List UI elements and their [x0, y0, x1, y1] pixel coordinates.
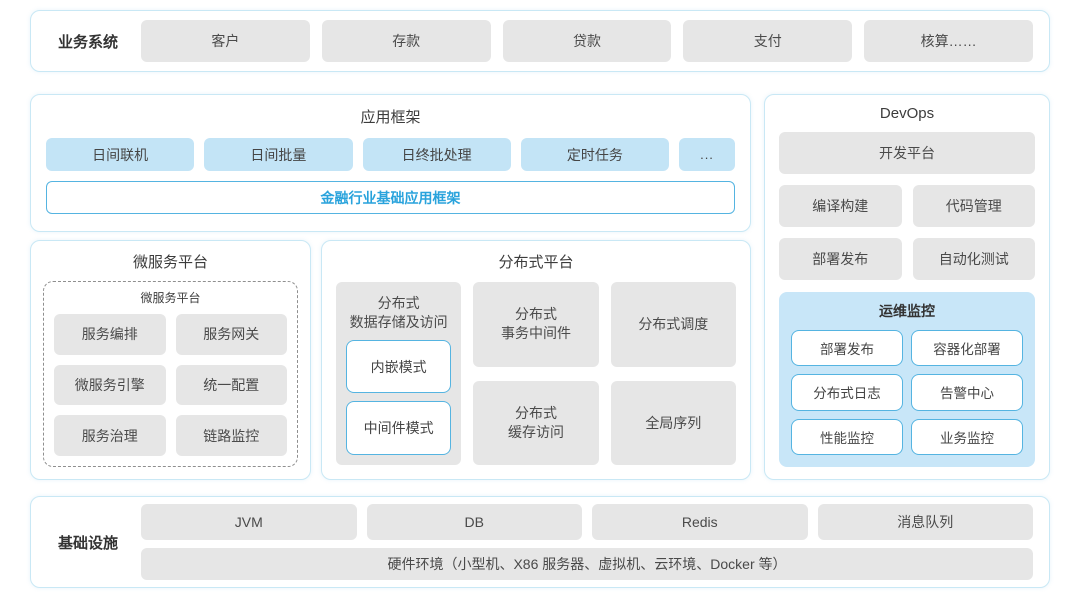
infrastructure-label: 基础设施: [57, 534, 118, 552]
box-redis: Redis: [592, 504, 808, 540]
box-db: DB: [366, 504, 582, 540]
box-automated-testing: 自动化测试: [912, 238, 1035, 280]
distributed-platform-panel: 分布式平台 分布式 数据存储及访问 内嵌模式 中间件模式 分布式 事务中间件 分…: [321, 240, 751, 480]
devops-title: DevOps: [879, 105, 935, 122]
business-systems-panel: 业务系统 客户 存款 贷款 支付 核算……: [30, 10, 1050, 72]
box-service-orchestration: 服务编排: [54, 314, 166, 355]
box-payment: 支付: [683, 20, 853, 62]
box-loan: 贷款: [502, 20, 672, 62]
microservice-platform-title: 微服务平台: [132, 254, 208, 271]
business-systems-label: 业务系统: [57, 33, 118, 51]
box-accounting: 核算……: [864, 20, 1033, 62]
box-compile-build: 编译构建: [779, 185, 902, 227]
box-dev-platform: 开发平台: [779, 132, 1035, 174]
box-code-management: 代码管理: [912, 185, 1035, 227]
ops-monitoring-title: 运维监控: [879, 303, 935, 319]
ops-monitoring-panel: 运维监控 部署发布 容器化部署 分布式日志 告警中心 性能监控 业务监控: [779, 292, 1035, 467]
box-deploy-release: 部署发布: [779, 238, 902, 280]
box-customer: 客户: [141, 20, 310, 62]
distributed-content: 分布式 数据存储及访问 内嵌模式 中间件模式 分布式 事务中间件 分布式 缓存访…: [336, 282, 736, 465]
middle-lower-row: 微服务平台 微服务平台 服务编排 服务网关 微服务引擎 统一配置 服务治理 链路…: [30, 240, 751, 480]
box-embedded-mode: 内嵌模式: [346, 339, 452, 394]
box-distributed-cache: 分布式 缓存访问: [473, 380, 599, 465]
devops-panel: DevOps 开发平台 编译构建 代码管理 部署发布 自动化测试 运维监控 部署…: [764, 94, 1050, 480]
microservice-platform-panel: 微服务平台 微服务平台 服务编排 服务网关 微服务引擎 统一配置 服务治理 链路…: [30, 240, 311, 480]
distributed-right-column: 分布式调度 全局序列: [610, 282, 736, 465]
middle-area: 应用框架 日间联机 日间批量 日终批处理 定时任务 ... 金融行业基础应用框架…: [30, 94, 1050, 480]
devops-tools-grid: 编译构建 代码管理 部署发布 自动化测试: [779, 185, 1035, 280]
ops-monitoring-grid: 部署发布 容器化部署 分布式日志 告警中心 性能监控 业务监控: [791, 330, 1023, 455]
box-monitor-deploy-release: 部署发布: [791, 330, 903, 367]
box-daytime-online: 日间联机: [46, 138, 195, 171]
app-framework-modules: 日间联机 日间批量 日终批处理 定时任务 ...: [46, 138, 735, 171]
box-eod-batch: 日终批处理: [362, 138, 511, 171]
box-performance-monitoring: 性能监控: [791, 418, 903, 455]
box-middleware-mode: 中间件模式: [346, 401, 452, 455]
box-more-modules: ...: [679, 138, 735, 171]
box-business-monitoring: 业务监控: [911, 418, 1023, 455]
microservice-grid: 服务编排 服务网关 微服务引擎 统一配置 服务治理 链路监控: [54, 314, 287, 456]
infrastructure-panel: 基础设施 JVM DB Redis 消息队列 硬件环境（小型机、X86 服务器、…: [30, 496, 1050, 588]
box-distributed-logging: 分布式日志: [791, 374, 903, 411]
distributed-middle-column: 分布式 事务中间件 分布式 缓存访问: [473, 282, 599, 465]
distributed-storage-label: 分布式 数据存储及访问: [349, 295, 448, 330]
box-global-sequence: 全局序列: [610, 380, 736, 465]
infrastructure-row: JVM DB Redis 消息队列: [141, 504, 1033, 540]
box-trace-monitoring: 链路监控: [175, 415, 287, 456]
box-distributed-scheduling: 分布式调度: [610, 282, 736, 367]
box-unified-config: 统一配置: [175, 364, 287, 406]
distributed-platform-title: 分布式平台: [498, 254, 574, 271]
box-daytime-batch: 日间批量: [204, 138, 353, 171]
box-service-gateway: 服务网关: [175, 314, 287, 355]
box-service-governance: 服务治理: [54, 415, 166, 456]
box-message-queue: 消息队列: [817, 504, 1033, 540]
box-jvm: JVM: [141, 504, 357, 540]
infrastructure-content: JVM DB Redis 消息队列 硬件环境（小型机、X86 服务器、虚拟机、云…: [141, 504, 1033, 580]
box-microservice-engine: 微服务引擎: [54, 364, 166, 406]
box-container-deployment: 容器化部署: [911, 330, 1023, 367]
microservice-inner-title: 微服务平台: [140, 291, 201, 305]
box-scheduled-task: 定时任务: [520, 138, 669, 171]
box-alert-center: 告警中心: [911, 374, 1023, 411]
box-distributed-storage: 分布式 数据存储及访问 内嵌模式 中间件模式: [336, 282, 462, 465]
box-hardware-environment: 硬件环境（小型机、X86 服务器、虚拟机、云环境、Docker 等）: [141, 548, 1033, 580]
app-framework-title: 应用框架: [360, 109, 421, 126]
box-distributed-transaction: 分布式 事务中间件: [473, 282, 599, 367]
app-framework-panel: 应用框架 日间联机 日间批量 日终批处理 定时任务 ... 金融行业基础应用框架: [30, 94, 751, 232]
microservice-dashed-box: 微服务平台 服务编排 服务网关 微服务引擎 统一配置 服务治理 链路监控: [43, 281, 298, 467]
middle-left-column: 应用框架 日间联机 日间批量 日终批处理 定时任务 ... 金融行业基础应用框架…: [30, 94, 751, 480]
base-framework-bar: 金融行业基础应用框架: [46, 181, 735, 214]
distributed-storage-column: 分布式 数据存储及访问 内嵌模式 中间件模式: [336, 282, 462, 465]
box-deposit: 存款: [321, 20, 491, 62]
